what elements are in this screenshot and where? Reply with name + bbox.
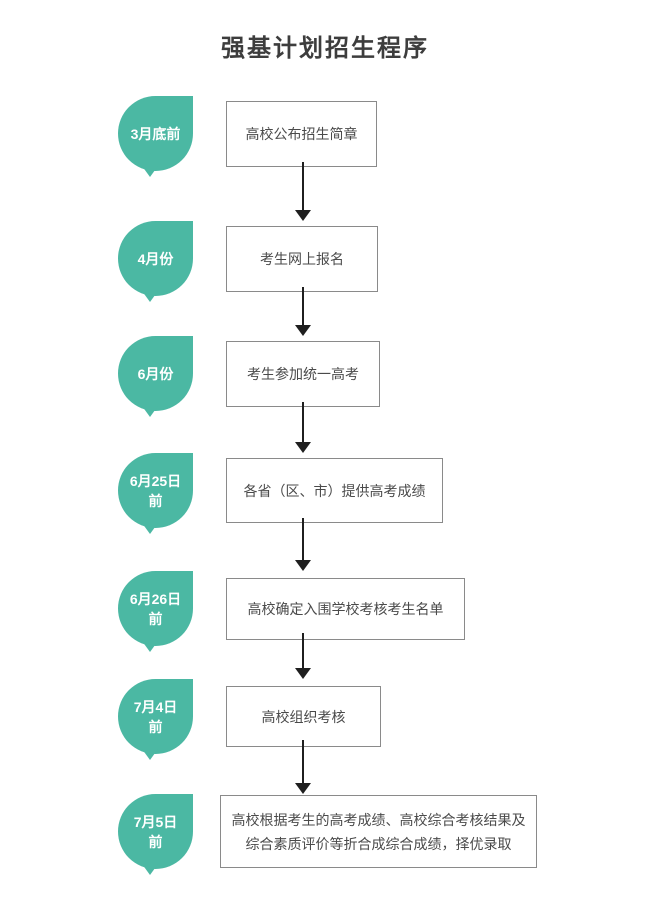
arrow-line	[301, 162, 305, 210]
date-badge: 3月底前	[118, 96, 193, 177]
arrow-head	[295, 560, 311, 571]
step-box: 各省（区、市）提供高考成绩	[226, 458, 443, 523]
arrow-down-icon	[295, 518, 311, 571]
flow-step-7: 7月5日 前 高校根据考生的高考成绩、高校综合考核结果及综合素质评价等折合成综合…	[118, 794, 537, 875]
step-box: 考生网上报名	[226, 225, 378, 292]
date-label: 3月底前	[130, 125, 181, 142]
flow-step-4: 6月25日 前 各省（区、市）提供高考成绩	[118, 453, 443, 534]
arrow-head	[295, 210, 311, 221]
step-label: 高校公布招生简章	[245, 125, 358, 142]
page-title: 强基计划招生程序	[221, 35, 429, 62]
step-box: 高校组织考核	[226, 686, 381, 747]
arrow-head	[295, 442, 311, 453]
arrow-head	[295, 783, 311, 794]
step-box: 考生参加统一高考	[226, 340, 380, 407]
date-badge: 6月25日 前	[118, 453, 193, 534]
date-badge: 6月26日 前	[118, 571, 193, 652]
flow-step-2: 4月份 考生网上报名	[118, 221, 378, 302]
arrow-line	[301, 740, 305, 783]
arrow-down-icon	[295, 740, 311, 794]
step-box: 高校确定入围学校考核考生名单	[226, 577, 465, 640]
step-label: 高校组织考核	[261, 708, 346, 725]
arrow-head	[295, 668, 311, 679]
step-label: 高校根据考生的高考成绩、高校综合考核结果及综合素质评价等折合成综合成绩，择优录取	[231, 811, 526, 852]
date-badge: 4月份	[118, 221, 193, 302]
date-label: 7月5日 前	[133, 813, 178, 850]
flow-step-5: 6月26日 前 高校确定入围学校考核考生名单	[118, 571, 465, 652]
step-box: 高校公布招生简章	[226, 100, 377, 167]
flow-step-6: 7月4日 前 高校组织考核	[118, 679, 381, 760]
arrow-down-icon	[295, 162, 311, 221]
date-label: 7月4日 前	[133, 698, 178, 735]
date-badge: 7月4日 前	[118, 679, 193, 760]
step-label: 考生网上报名	[260, 250, 344, 267]
arrow-line	[301, 287, 305, 325]
flow-step-3: 6月份 考生参加统一高考	[118, 336, 380, 417]
step-box: 高校根据考生的高考成绩、高校综合考核结果及综合素质评价等折合成综合成绩，择优录取	[220, 795, 537, 868]
date-label: 6月份	[137, 365, 174, 382]
step-label: 各省（区、市）提供高考成绩	[243, 482, 426, 499]
step-label: 考生参加统一高考	[247, 365, 359, 382]
date-label: 4月份	[137, 250, 174, 267]
arrow-down-icon	[295, 402, 311, 453]
arrow-head	[295, 325, 311, 336]
date-badge: 6月份	[118, 336, 193, 417]
arrow-down-icon	[295, 287, 311, 336]
date-label: 6月26日 前	[129, 590, 182, 627]
date-badge: 7月5日 前	[118, 794, 193, 875]
arrow-line	[301, 518, 305, 560]
flow-step-1: 3月底前 高校公布招生简章	[118, 96, 377, 177]
step-label: 高校确定入围学校考核考生名单	[247, 600, 444, 617]
date-label: 6月25日 前	[129, 472, 182, 509]
arrow-down-icon	[295, 633, 311, 679]
arrow-line	[301, 402, 305, 442]
arrow-line	[301, 633, 305, 668]
